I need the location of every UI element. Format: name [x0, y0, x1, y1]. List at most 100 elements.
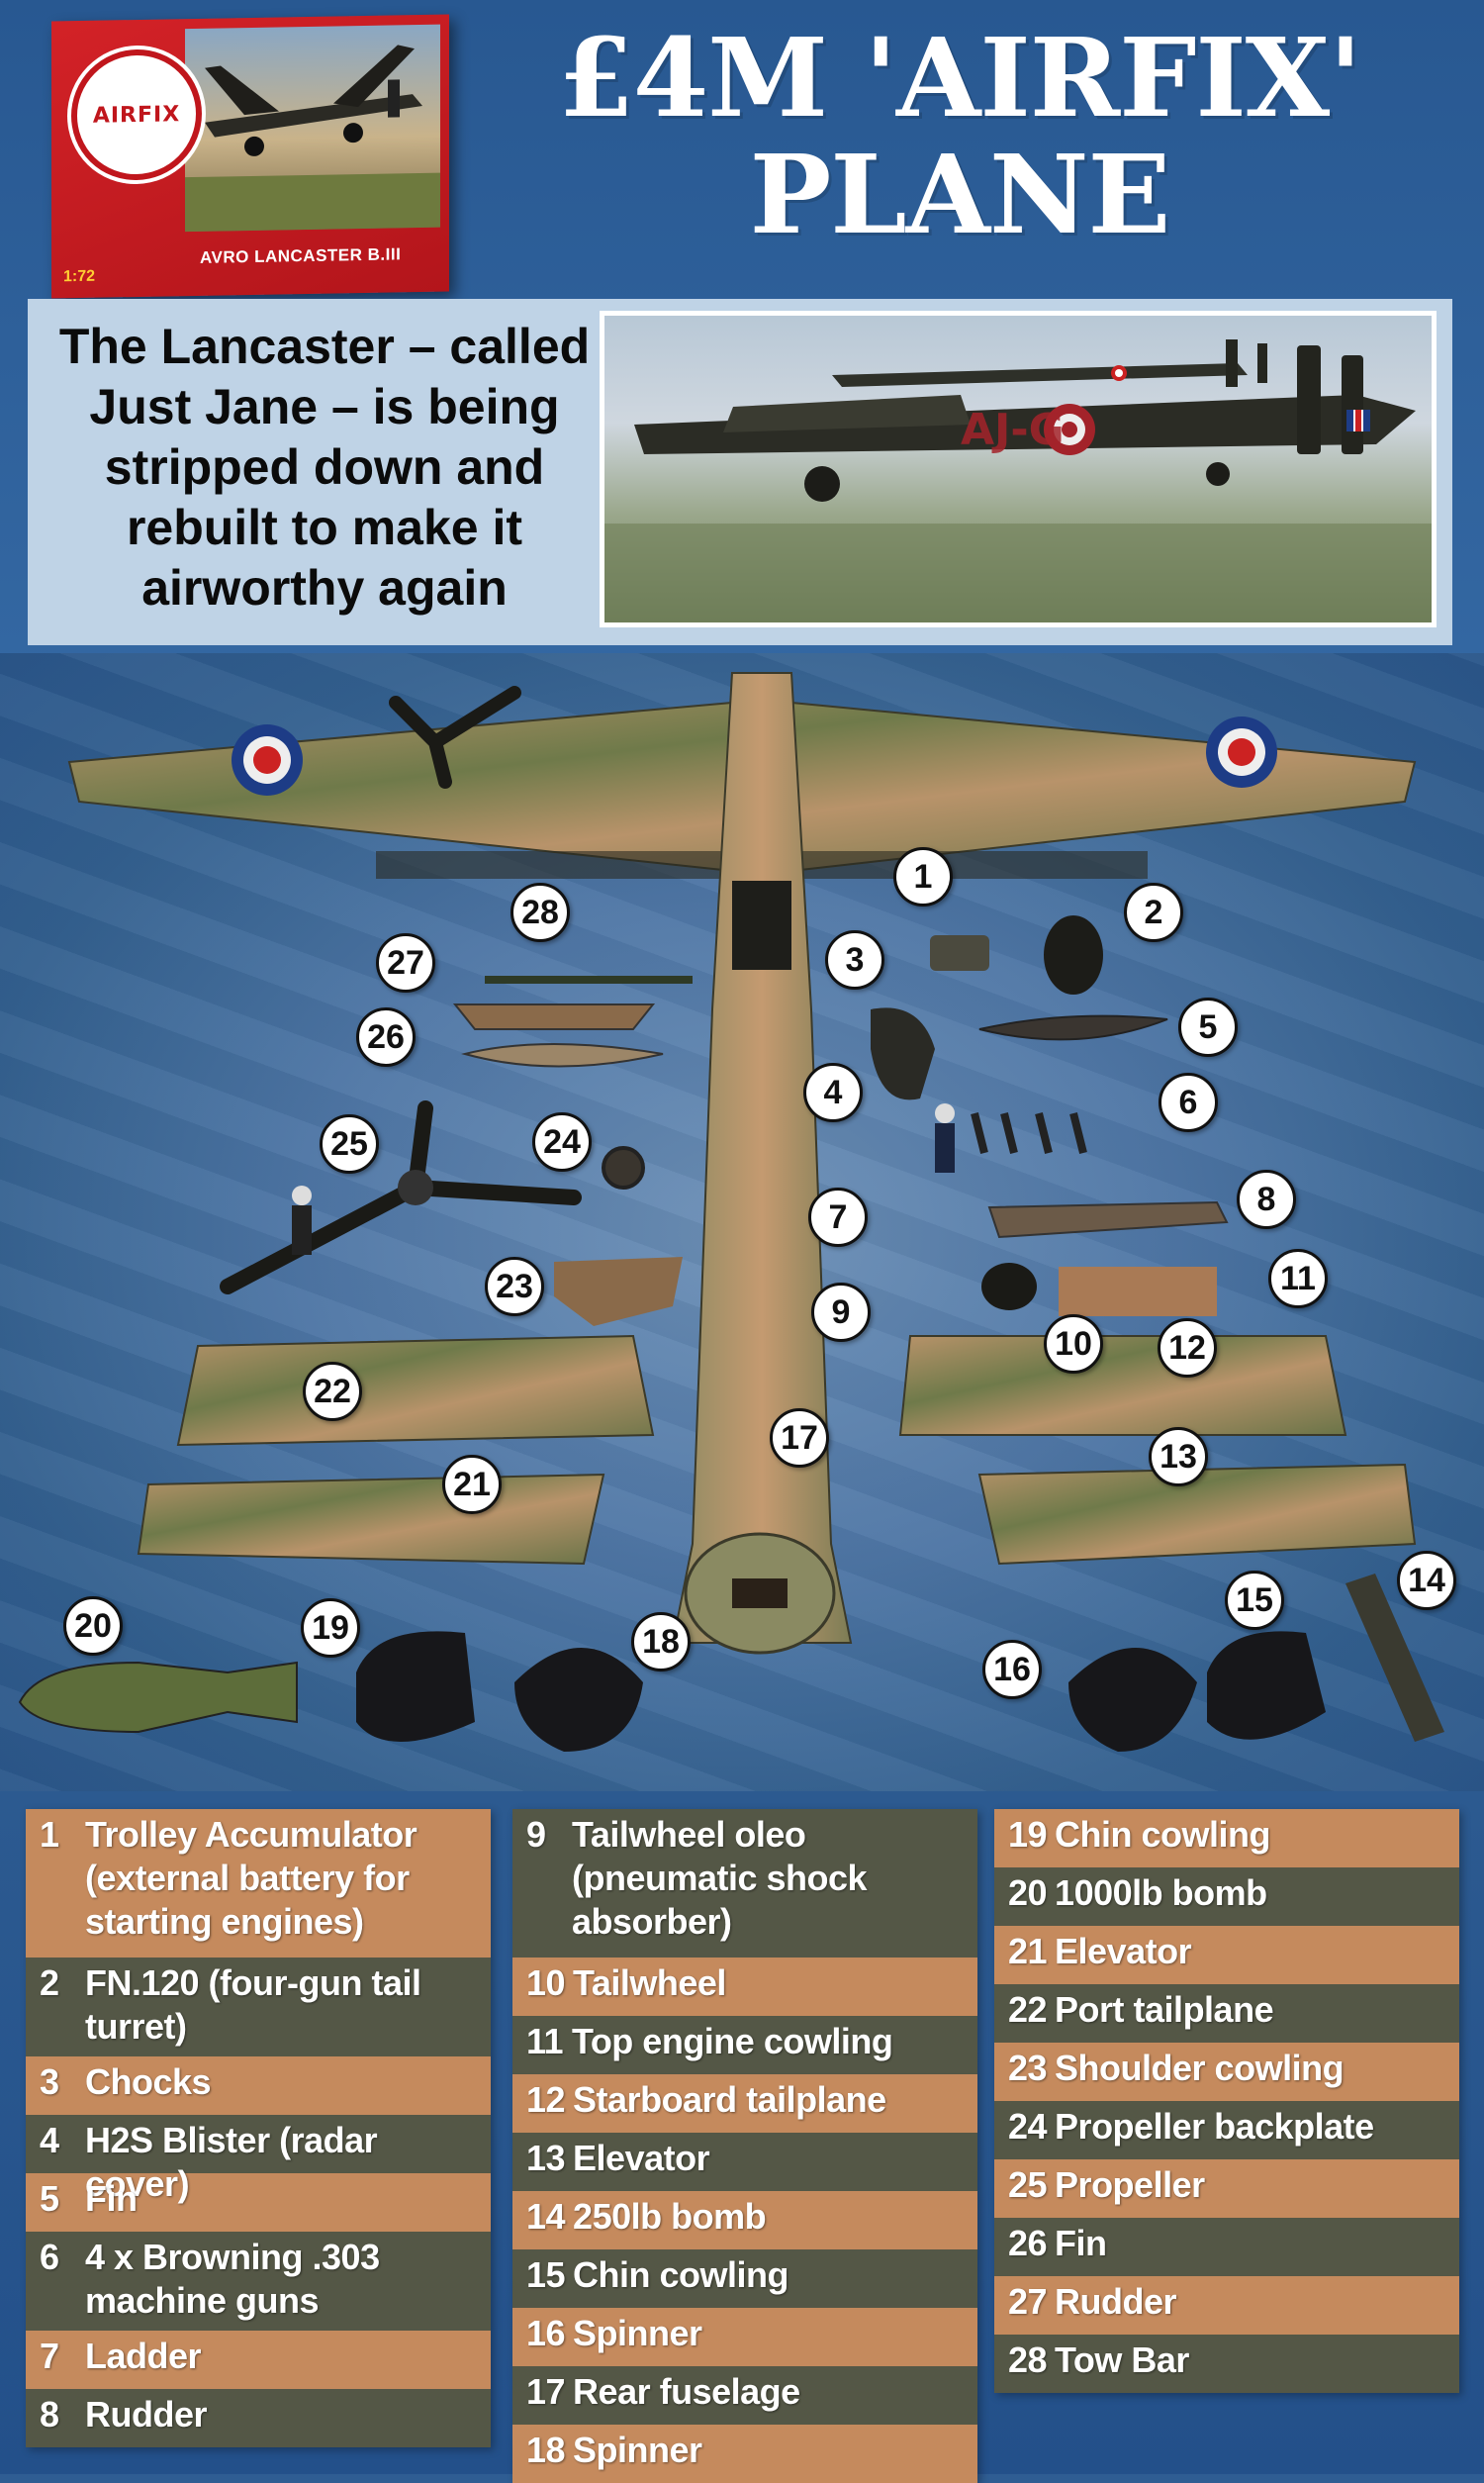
callout-22: 22: [303, 1362, 362, 1421]
legend-label: Elevator: [1055, 1931, 1192, 1971]
legend-label: Propeller: [1055, 2164, 1205, 2205]
legend-number: 27: [1008, 2281, 1048, 2322]
callout-21: 21: [442, 1455, 502, 1514]
callout-1: 1: [893, 847, 953, 907]
callout-12: 12: [1158, 1318, 1217, 1378]
callout-20: 20: [63, 1596, 123, 1656]
legend-number: 19: [1008, 1814, 1048, 1855]
legend-number: 14: [526, 2196, 566, 2237]
1000lb-bomb-shape: [18, 1661, 298, 1734]
legend-label: Chocks: [85, 2061, 212, 2102]
callout-25: 25: [320, 1114, 379, 1174]
legend-number: 16: [526, 2313, 566, 2353]
callout-7: 7: [808, 1188, 868, 1247]
legend-label: FN.120 (four-gun tail turret): [85, 1962, 421, 2047]
legend-label: Fin: [1055, 2223, 1107, 2263]
legend-item-7: 7 Ladder: [26, 2331, 491, 2389]
legend-label: Fin: [85, 2178, 138, 2219]
legend-label: Elevator: [573, 2138, 710, 2178]
legend-number: 24: [1008, 2106, 1048, 2147]
legend-label: Spinner: [573, 2430, 702, 2470]
legend-item-2: 2 FN.120 (four-gun tail turret): [26, 1958, 491, 2056]
legend-label: H2S Blister (radar cover): [85, 2120, 378, 2204]
callout-6: 6: [1159, 1073, 1218, 1132]
legend-label: Chin cowling: [1055, 1814, 1271, 1855]
legend-label: Spinner: [573, 2313, 702, 2353]
lancaster-artwork-icon: [185, 45, 440, 233]
callout-24: 24: [532, 1112, 592, 1172]
port-tailplane: [176, 1334, 655, 1447]
kit-model-name: AVRO LANCASTER B.III: [200, 244, 402, 267]
callout-4: 4: [803, 1063, 863, 1122]
legend-number: 15: [526, 2254, 566, 2295]
callout-15: 15: [1225, 1571, 1284, 1630]
legend-number: 11: [526, 2021, 564, 2061]
legend-number: 10: [526, 1962, 566, 2003]
callout-8: 8: [1237, 1170, 1296, 1229]
legend-number: 28: [1008, 2340, 1048, 2380]
legend-number: 1: [40, 1814, 59, 1855]
lancaster-in-flight-icon: AJ-G: [604, 339, 1432, 622]
callout-5: 5: [1178, 998, 1238, 1057]
headline-line-2: PLANE: [749, 131, 1171, 258]
callout-17: 17: [770, 1408, 829, 1468]
callout-9: 9: [811, 1283, 871, 1342]
fuselage: [671, 672, 853, 1644]
legend-number: 6: [40, 2237, 59, 2277]
legend-number: 22: [1008, 1989, 1048, 2030]
intro-text: The Lancaster – called Just Jane – is be…: [58, 319, 591, 616]
legend-number: 2: [40, 1962, 59, 2003]
port-elevator: [137, 1473, 605, 1566]
legend-number: 18: [526, 2430, 566, 2470]
callout-10: 10: [1044, 1314, 1103, 1374]
callout-13: 13: [1149, 1427, 1208, 1486]
legend-label: Rudder: [1055, 2281, 1177, 2322]
lancaster-flight-photo: AJ-G: [600, 311, 1437, 627]
callout-16: 16: [982, 1640, 1042, 1699]
legend-number: 3: [40, 2061, 59, 2102]
headline-line-1: £4M 'AIRFIX': [558, 14, 1362, 142]
intro-panel: The Lancaster – called Just Jane – is be…: [28, 299, 1452, 645]
legend-label: 4 x Browning .303 machine guns: [85, 2237, 380, 2321]
headline: £4M 'AIRFIX' PLANE: [465, 20, 1454, 253]
legend-label: Ladder: [85, 2336, 202, 2376]
legend-number: 7: [40, 2336, 59, 2376]
legend-number: 8: [40, 2394, 59, 2435]
callout-2: 2: [1124, 883, 1183, 942]
legend-label: Port tailplane: [1055, 1989, 1274, 2030]
plane-parts-illustration: [18, 672, 1444, 1752]
legend-number: 23: [1008, 2048, 1048, 2088]
callout-11: 11: [1268, 1249, 1328, 1308]
legend-label: Rear fuselage: [573, 2371, 800, 2412]
legend-item-6: 6 4 x Browning .303 machine guns: [26, 2232, 491, 2331]
callout-27: 27: [376, 933, 435, 993]
starboard-elevator: [977, 1463, 1417, 1566]
legend-label: 1000lb bomb: [1055, 1872, 1267, 1913]
legend-number: 21: [1008, 1931, 1048, 1971]
callout-26: 26: [356, 1007, 416, 1067]
legend-label: Tailwheel: [573, 1962, 726, 2003]
exploded-plane-diagram: 1 2 3 4 5 6 7 8 9 10 11 12 13 14 15 16 1…: [0, 653, 1484, 1811]
kit-scale: 1:72: [63, 267, 96, 286]
callout-3: 3: [825, 930, 884, 990]
legend-label: Shoulder cowling: [1055, 2048, 1345, 2088]
